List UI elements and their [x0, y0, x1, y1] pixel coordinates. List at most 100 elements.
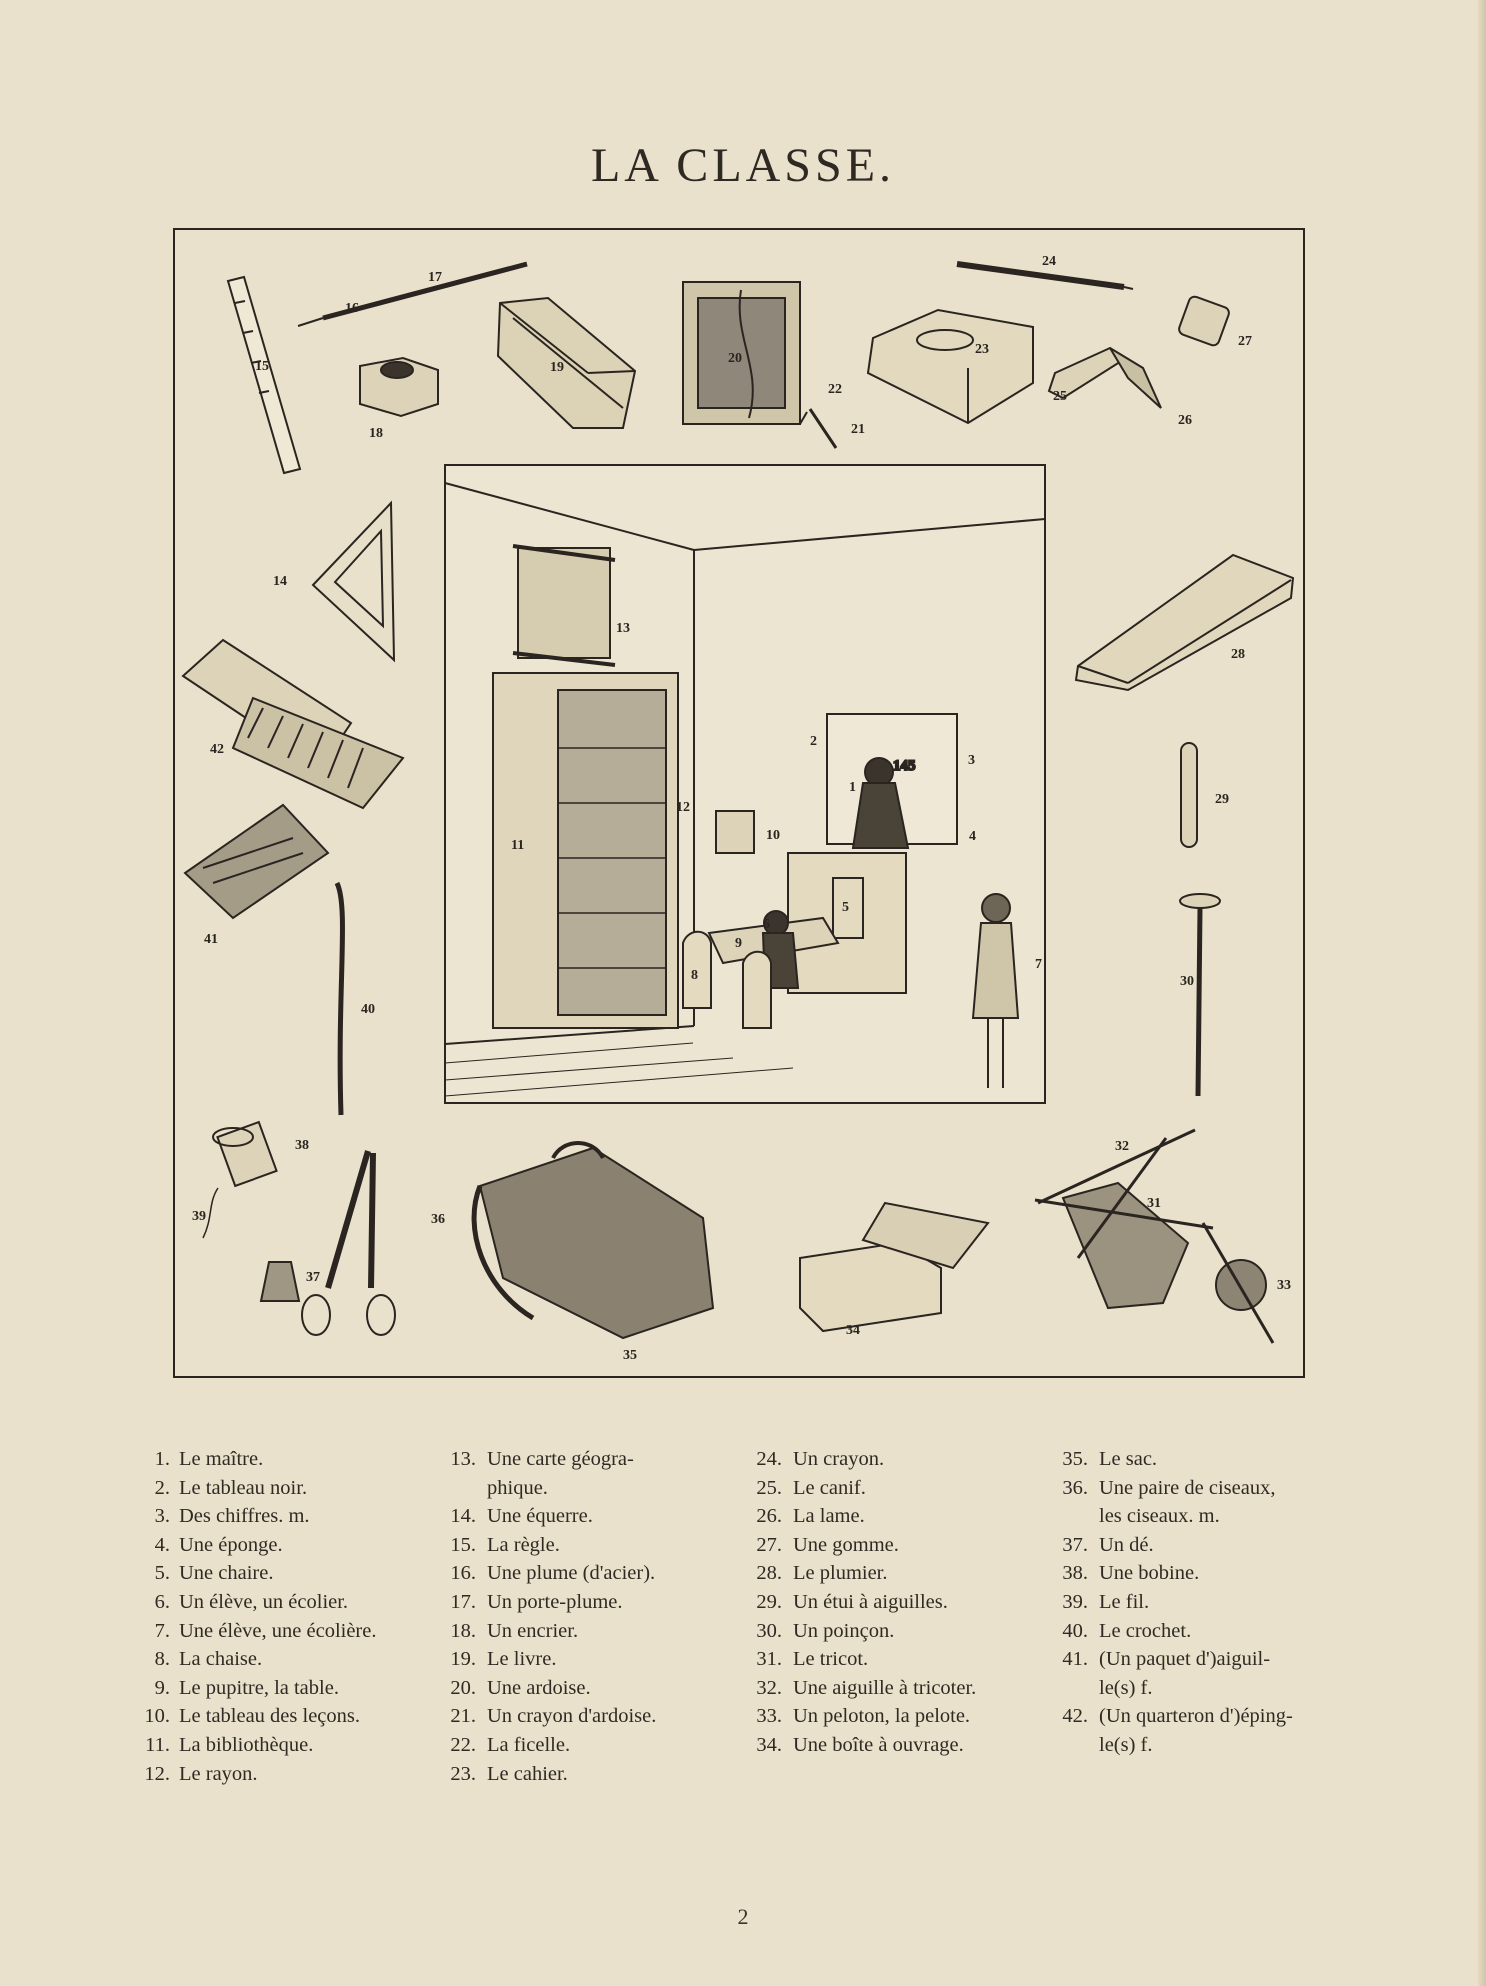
legend-number: 5.	[154, 1562, 170, 1585]
legend-number: 28.	[756, 1562, 782, 1585]
fig-num-42: 42	[210, 742, 224, 757]
legend-text: le(s) f.	[1099, 1733, 1153, 1756]
legend-number: 22.	[450, 1733, 476, 1756]
sewing-box-icon	[799, 1201, 990, 1333]
fig-num-28: 28	[1231, 647, 1245, 662]
legend-item: 2.Le tableau noir.	[130, 1474, 419, 1503]
fig-num-16: 16	[345, 301, 359, 316]
fig-num-25: 25	[1053, 389, 1067, 404]
fig-num-11: 11	[511, 838, 524, 853]
pencil-case-icon	[1074, 553, 1295, 692]
legend-number: 14.	[450, 1505, 476, 1528]
legend-item: 40.Le crochet.	[1052, 1617, 1349, 1646]
slate-icon	[682, 281, 801, 425]
legend-number: 38.	[1062, 1562, 1088, 1585]
legend-text: Une chaire.	[179, 1562, 274, 1585]
legend-item: 19.Le livre.	[440, 1645, 727, 1674]
legend-text: Un étui à aiguilles.	[793, 1590, 948, 1613]
legend-number	[1052, 1731, 1088, 1760]
legend-text: Le rayon.	[179, 1762, 258, 1785]
fig-num-39: 39	[192, 1209, 206, 1224]
fig-num-34: 34	[846, 1323, 860, 1338]
legend-number: 18.	[450, 1619, 476, 1642]
legend-number: 32.	[756, 1676, 782, 1699]
legend-number: 29.	[756, 1590, 782, 1613]
legend-number: 35.	[1062, 1448, 1088, 1470]
legend-number: 15.	[450, 1533, 476, 1556]
fig-num-15: 15	[255, 359, 269, 374]
legend-number: 25.	[756, 1476, 782, 1499]
fig-num-22: 22	[828, 382, 842, 397]
fig-num-35: 35	[623, 1348, 637, 1363]
fig-num-6: 6	[763, 917, 770, 932]
fig-num-3: 3	[968, 753, 975, 768]
legend-number: 27.	[756, 1533, 782, 1556]
legend-text: Le canif.	[793, 1476, 866, 1499]
legend-item: 30.Un poinçon.	[746, 1617, 1033, 1646]
needle-case-icon	[1180, 742, 1198, 848]
legend-text: Une carte géogra-	[487, 1448, 634, 1470]
legend-item: 16.Une plume (d'acier).	[440, 1559, 727, 1588]
pen-holder-icon	[297, 261, 528, 327]
slate-pencil-icon	[799, 408, 838, 449]
legend-column-4: 35.Le sac.36.Une paire de ciseaux,les ci…	[1052, 1445, 1349, 1760]
fig-num-8: 8	[691, 968, 698, 983]
fig-num-41: 41	[204, 932, 218, 947]
legend-text: Un crayon d'ardoise.	[487, 1705, 657, 1728]
legend-item: le(s) f.	[1052, 1674, 1349, 1703]
legend-item: 17.Un porte-plume.	[440, 1588, 727, 1617]
legend-number: 6.	[154, 1590, 170, 1613]
legend-text: les ciseaux. m.	[1099, 1505, 1220, 1528]
fig-num-38: 38	[295, 1138, 309, 1153]
legend-item: 12.Le rayon.	[130, 1760, 419, 1789]
legend-text: Un porte-plume.	[487, 1590, 623, 1613]
fig-num-5: 5	[842, 900, 849, 915]
legend-text: Une ardoise.	[487, 1676, 591, 1699]
legend-number: 13.	[450, 1448, 476, 1470]
classroom-scene: 145	[444, 464, 1046, 1104]
figure-numbers: 1 2 3 4 5 6 7 8 9 10 11 12 13 14 15 16 1…	[192, 254, 1291, 1363]
legend-number: 3.	[154, 1505, 170, 1528]
fig-num-23: 23	[975, 342, 989, 357]
legend-text: Un poinçon.	[793, 1619, 895, 1642]
legend-number: 31.	[756, 1648, 782, 1671]
legend-item: 27.Une gomme.	[746, 1531, 1033, 1560]
legend-number: 11.	[145, 1733, 170, 1756]
fig-num-20: 20	[728, 351, 742, 366]
knitting-icon	[1034, 1128, 1214, 1310]
legend-number: 16.	[450, 1562, 476, 1585]
legend-number: 23.	[450, 1762, 476, 1785]
legend-text: Une aiguille à tricoter.	[793, 1676, 977, 1699]
svg-text:145: 145	[893, 758, 916, 774]
fig-num-21: 21	[851, 422, 865, 437]
fig-num-2: 2	[810, 734, 817, 749]
legend-text: Le tableau noir.	[179, 1476, 308, 1499]
legend-item: 28. Le plumier.	[746, 1559, 1033, 1588]
legend-number: 20.	[450, 1676, 476, 1699]
legend-item: 21.Un crayon d'ardoise.	[440, 1702, 727, 1731]
legend-text: Un peloton, la pelote.	[793, 1705, 971, 1728]
fig-num-37: 37	[306, 1270, 320, 1285]
legend-text: La règle.	[487, 1533, 560, 1556]
legend-text: Le sac.	[1099, 1448, 1158, 1470]
legend-number	[440, 1474, 476, 1503]
legend-text: Des chiffres. m.	[179, 1505, 310, 1528]
scissors-icon	[301, 1150, 396, 1336]
legend-item: 32. Une aiguille à tricoter.	[746, 1674, 1033, 1703]
legend-column-3: 24.Un crayon.25.Le canif.26.La lame.27.U…	[746, 1445, 1033, 1760]
legend-text: Une boîte à ouvrage.	[793, 1733, 964, 1756]
legend-text: Le plumier.	[793, 1562, 888, 1585]
legend-number: 9.	[154, 1676, 170, 1699]
legend-text: Le maître.	[179, 1448, 264, 1470]
thimble-icon	[259, 1261, 301, 1302]
legend-text: Un dé.	[1099, 1533, 1154, 1556]
fig-num-32: 32	[1115, 1139, 1129, 1154]
legend-item: 8.La chaise.	[130, 1645, 419, 1674]
legend-item: 7.Une élève, une écolière.	[130, 1617, 419, 1646]
legend-number: 40.	[1062, 1619, 1088, 1642]
legend-item: 11.La bibliothèque.	[130, 1731, 419, 1760]
legend-item: 10.Le tableau des leçons.	[130, 1702, 419, 1731]
awl-icon	[1179, 893, 1221, 1097]
legend-item: 24.Un crayon.	[746, 1445, 1033, 1474]
legend-text: Un encrier.	[487, 1619, 579, 1642]
